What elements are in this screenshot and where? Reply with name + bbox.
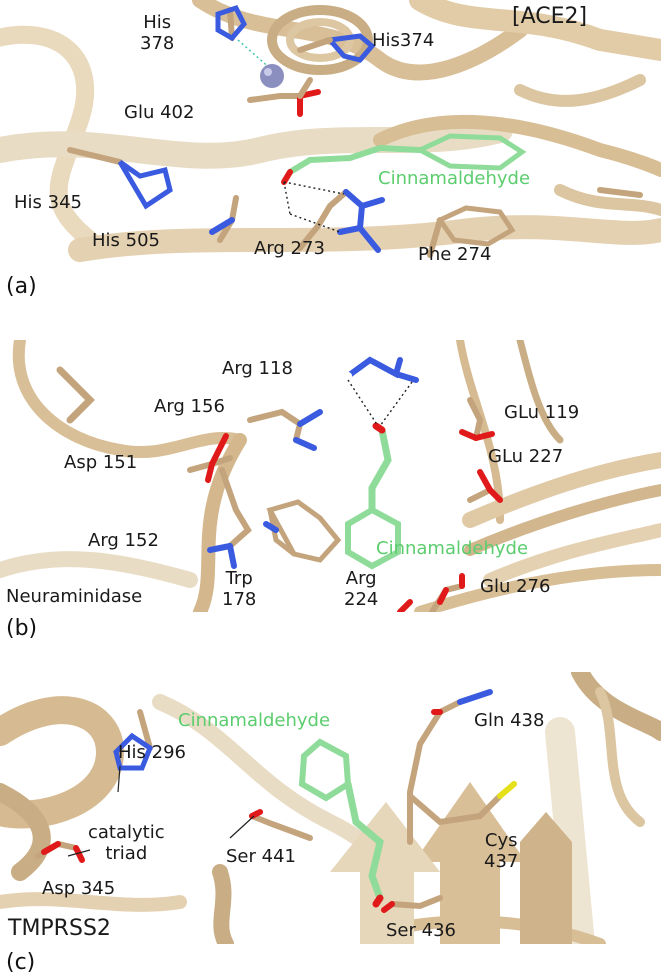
label-cys437-line1: Cys: [484, 830, 518, 851]
label-asp151: Asp 151: [64, 452, 138, 473]
label-triad-line2: triad: [105, 843, 148, 864]
hydrogen-bonds: [283, 181, 345, 233]
residue-sticks: [35, 689, 517, 913]
panel-a-structure: [0, 0, 661, 262]
cinnamaldehyde-molecule: [298, 738, 384, 908]
label-arg224-line2: 224: [344, 589, 379, 610]
label-trp178-line1: Trp: [225, 568, 253, 589]
label-his505: His 505: [92, 230, 160, 251]
label-his378: His 378: [140, 12, 174, 54]
label-cys437: Cys 437: [484, 830, 518, 872]
panel-b-structure: [0, 340, 661, 612]
label-ser441: Ser 441: [226, 846, 296, 867]
label-asp345: Asp 345: [42, 878, 116, 899]
label-his296: His 296: [118, 742, 186, 763]
triad-leader-lines: [67, 765, 255, 857]
residue-sticks: [67, 4, 643, 258]
label-ser436: Ser 436: [386, 920, 456, 941]
label-his374: His374: [372, 30, 435, 51]
protein-label-ace2: [ACE2]: [512, 4, 588, 29]
cinnamaldehyde-molecule: [345, 422, 401, 570]
protein-ribbons: [0, 340, 661, 612]
ligand-label-cinnamaldehyde: Cinnamaldehyde: [376, 538, 529, 559]
label-cys437-line2: 437: [484, 851, 519, 872]
label-his378-line1: His: [143, 12, 172, 33]
label-his345: His 345: [14, 192, 82, 213]
label-glu402: Glu 402: [124, 102, 195, 123]
label-arg224-line1: Arg: [345, 568, 377, 589]
panel-c-tmprss2: Cinnamaldehyde Gln 438 His 296 catalytic…: [0, 672, 661, 944]
label-arg156: Arg 156: [154, 396, 225, 417]
label-trp178: Trp 178: [222, 568, 256, 610]
label-catalytic-triad: catalytic triad: [88, 822, 165, 864]
label-glu276: Glu 276: [480, 576, 551, 597]
ligand-label-cinnamaldehyde: Cinnamaldehyde: [178, 710, 331, 731]
label-phe274: Phe 274: [418, 244, 492, 265]
label-arg224: Arg 224: [344, 568, 378, 610]
label-triad-line1: catalytic: [88, 822, 165, 843]
zinc-ion: [260, 64, 284, 88]
panel-c-structure: [0, 672, 661, 944]
label-glu119: GLu 119: [504, 402, 580, 423]
label-glu227: GLu 227: [488, 446, 564, 467]
label-gln438: Gln 438: [474, 710, 545, 731]
label-trp178-line2: 178: [222, 589, 257, 610]
label-his378-line2: 378: [140, 33, 175, 54]
label-arg152: Arg 152: [88, 530, 159, 551]
panel-letter-b: (b): [6, 616, 38, 641]
residue-sticks: [187, 356, 503, 612]
hydrogen-bonds: [347, 379, 413, 427]
panel-letter-c: (c): [6, 950, 36, 975]
panel-letter-a: (a): [6, 274, 37, 299]
cinnamaldehyde-molecule: [281, 133, 527, 185]
label-arg118: Arg 118: [222, 358, 293, 379]
label-arg273: Arg 273: [254, 238, 325, 259]
ligand-label-cinnamaldehyde: Cinnamaldehyde: [378, 168, 531, 189]
protein-label-neuraminidase: Neuraminidase: [6, 586, 143, 607]
panel-a-ace2: His 378 His374 [ACE2] Glu 402 Cinnamalde…: [0, 0, 661, 272]
panel-b-neuraminidase: Arg 118 Arg 156 GLu 119 Asp 151 GLu 227 …: [0, 340, 661, 612]
protein-label-tmprss2: TMPRSS2: [8, 916, 111, 941]
